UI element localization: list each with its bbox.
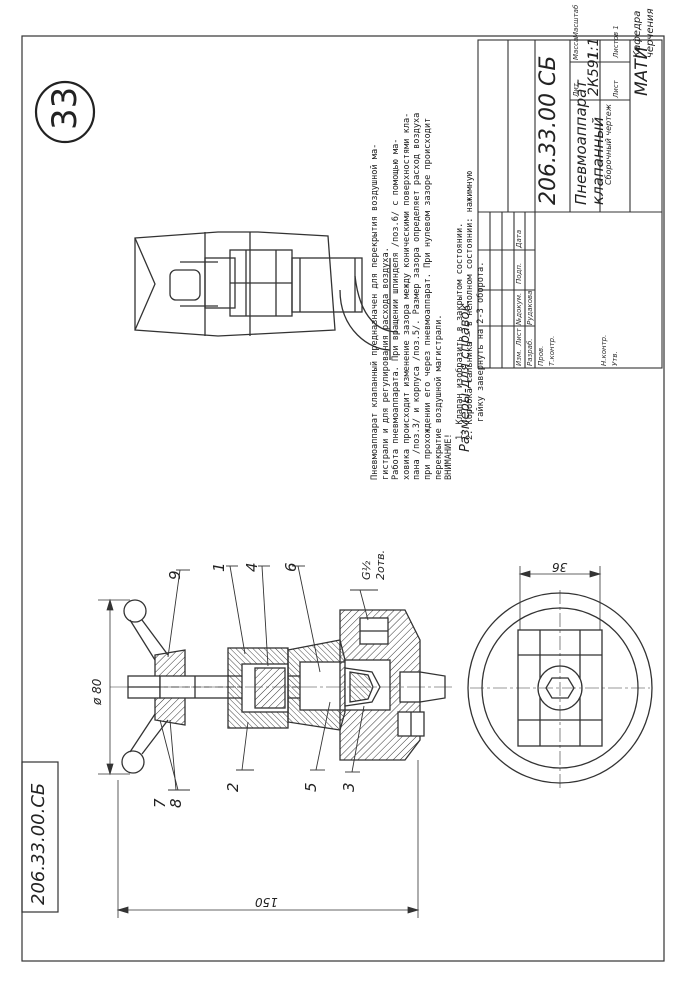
attention-title: ВНИМАНИЕ! bbox=[444, 433, 455, 480]
role-check: Пров. bbox=[537, 345, 545, 366]
role-tcontrol: Т.контр. bbox=[548, 335, 556, 366]
role-developer: Разраб. bbox=[526, 338, 534, 366]
role-ncontrol: Н.контр. bbox=[600, 334, 608, 366]
description-line: ховика происходит изменение зазора между… bbox=[401, 112, 412, 480]
description-line: пана /поз.3/ и корпуса /поз.5/. Размер з… bbox=[412, 112, 423, 480]
col-mass-label: Масса bbox=[572, 37, 580, 60]
sheet-label: Лист bbox=[612, 80, 620, 98]
holes-label: 2отв. bbox=[374, 549, 387, 580]
row-label-izm: Изм. bbox=[515, 349, 523, 366]
dimension-diameter bbox=[98, 598, 130, 776]
description-line: перекрытие воздушной магистрали. bbox=[433, 314, 444, 480]
bottom-view-handwheel bbox=[467, 590, 653, 788]
main-section-view bbox=[110, 599, 455, 774]
page-number: 33 bbox=[45, 86, 85, 130]
callout-5: 5 bbox=[302, 782, 320, 792]
page-number-circle bbox=[34, 80, 96, 144]
sheet-frame bbox=[21, 35, 665, 962]
callout-1: 1 bbox=[210, 562, 228, 572]
reference-note: Размеры-для справок. bbox=[458, 299, 473, 452]
row-label-date: Дата bbox=[515, 229, 523, 248]
description-line: при прохождении его через пневмоаппарат.… bbox=[422, 117, 433, 480]
thread-label: G½ bbox=[360, 560, 373, 580]
org-line3: черчения bbox=[645, 8, 656, 58]
row-label-sign: Подп. bbox=[515, 262, 523, 284]
margin-code: 206.33.00.СБ bbox=[28, 782, 49, 905]
dimension-diameter-label: ø 80 bbox=[90, 678, 104, 705]
sheets-label: Листов 1 bbox=[612, 25, 620, 58]
dimension-width-label: 36 bbox=[552, 560, 568, 574]
role-approved: Утв. bbox=[611, 351, 619, 366]
dimension-height bbox=[116, 760, 420, 918]
dimension-width bbox=[518, 566, 602, 630]
callout-3: 3 bbox=[340, 782, 358, 792]
title-name-line1: Пневмоаппарат bbox=[572, 79, 590, 205]
top-view-handwheel bbox=[134, 231, 399, 360]
callout-leaders bbox=[159, 565, 378, 791]
callout-6: 6 bbox=[282, 562, 300, 572]
callout-4: 4 bbox=[243, 562, 261, 572]
org-line2: Кафедра bbox=[632, 10, 643, 58]
row-label-doc: №докум. bbox=[515, 292, 523, 325]
margin-code-box bbox=[21, 761, 59, 913]
callout-2: 2 bbox=[224, 782, 242, 792]
scale-value: 1:1 bbox=[586, 37, 602, 60]
col-scale-label: Масштаб bbox=[572, 4, 580, 38]
attention-note: гайку завернуть на 2-3 оборота. bbox=[475, 261, 486, 422]
role-developer-name: Рудакова bbox=[526, 290, 534, 325]
row-label-list: Лист bbox=[515, 328, 523, 346]
dimension-height-label: 150 bbox=[255, 895, 278, 909]
col-lit-label: Лит. bbox=[572, 80, 580, 97]
description-line: Работа пневмоаппарата. При вращении шпин… bbox=[391, 138, 402, 480]
title-designation: 206.33.00 СБ bbox=[536, 55, 561, 205]
callout-9: 9 bbox=[166, 570, 184, 580]
description-line: гистрали и для регулирования расхода воз… bbox=[380, 247, 391, 480]
description-line: Пневмоаппарат клапанный предназначен для… bbox=[370, 143, 380, 480]
title-block-frame bbox=[477, 39, 663, 369]
callout-8: 8 bbox=[167, 798, 185, 808]
title-doc-type: Сборочный чертеж bbox=[604, 104, 613, 185]
